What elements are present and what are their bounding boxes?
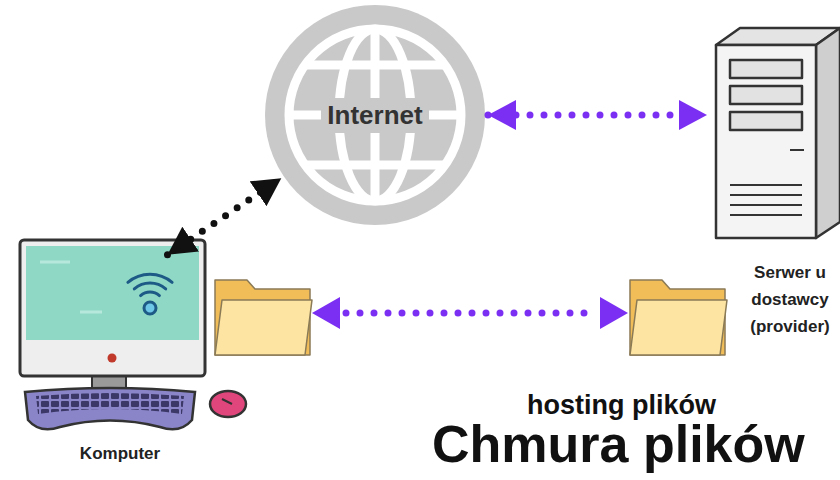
server-tower [730, 60, 802, 78]
computer-illustration [20, 240, 205, 376]
diagram-title: Chmura plików [432, 414, 805, 474]
computer-node: Komputer [15, 232, 225, 472]
sync-arrow [600, 297, 628, 329]
globe-lines [289, 29, 461, 201]
server-tower [730, 204, 802, 206]
globe-lines [289, 29, 461, 201]
computer-illustration [128, 274, 172, 282]
server-tower [816, 28, 840, 238]
computer-illustration [36, 393, 184, 414]
internet-globe: Internet [265, 5, 485, 225]
globe-lines [305, 161, 445, 170]
computer-illustration [210, 391, 246, 417]
computer-illustration [222, 399, 232, 404]
node-label: Serwer u dostawcy (provider) [736, 259, 840, 340]
subtitle-label: hosting plików [527, 390, 716, 421]
server-tower [730, 112, 802, 130]
sync-arrow [312, 297, 628, 329]
server-tower [730, 86, 802, 104]
globe-lines [371, 29, 380, 201]
folder-icon [215, 280, 312, 355]
folder-icon [215, 300, 312, 355]
server-node: Serwer u dostawcy (provider) [700, 30, 840, 342]
server-tower [716, 28, 840, 238]
globe-circle [265, 5, 485, 225]
node-label: Internet [321, 98, 428, 133]
sync-arrow [346, 310, 594, 317]
globe-lines [289, 111, 461, 120]
computer-illustration [80, 311, 102, 314]
server-tower [730, 184, 802, 186]
computer-illustration [108, 354, 117, 363]
server-tower [730, 214, 802, 216]
server-tower [790, 149, 804, 151]
folder-icon [630, 300, 727, 355]
server-tower [716, 45, 816, 238]
computer-illustration [144, 302, 156, 314]
folder-icon [630, 280, 727, 355]
computer-illustration [26, 246, 199, 340]
computer-illustration [134, 283, 165, 289]
computer-illustration [25, 388, 195, 429]
server-tower [730, 194, 802, 196]
computer-illustration [128, 274, 172, 314]
computer-illustration [20, 240, 246, 429]
dotted-connector [488, 112, 707, 119]
sync-arrow [312, 297, 340, 329]
computer-illustration [40, 261, 70, 264]
globe-lines [339, 29, 411, 201]
node-label: Komputer [15, 444, 225, 464]
globe-lines [305, 61, 445, 70]
dotted-connector [167, 178, 281, 255]
computer-illustration [141, 292, 160, 296]
